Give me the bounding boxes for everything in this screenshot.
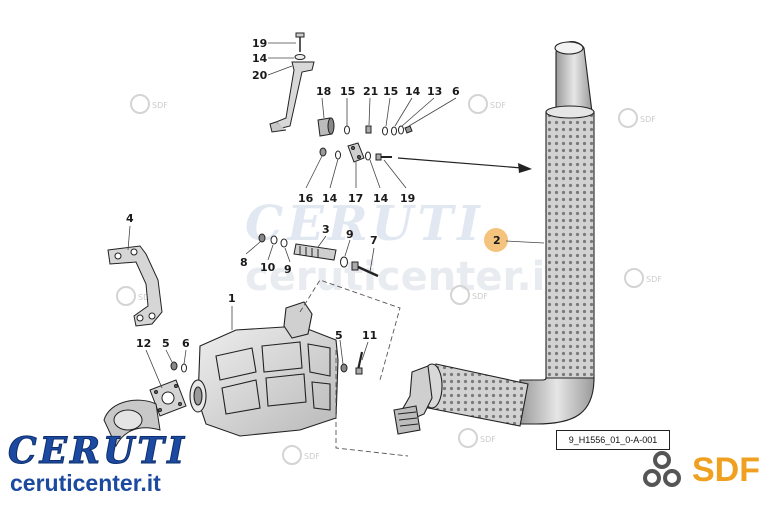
callout-5-b: 5 <box>335 329 343 342</box>
sdf-watermark-7: SDF <box>282 445 320 465</box>
callout-19-top: 19 <box>252 37 267 50</box>
drawing-reference-code: 9_H1556_01_0-A-001 <box>556 430 670 450</box>
callout-7: 7 <box>370 234 378 247</box>
ceruti-logo-name: CERUTI <box>7 430 188 472</box>
svg-text:SDF: SDF <box>304 452 320 461</box>
sdf-watermark-3: SDF <box>618 108 656 128</box>
callout-14-d: 14 <box>373 192 389 205</box>
callout-6-a: 6 <box>452 85 460 98</box>
callout-14-b: 14 <box>405 85 421 98</box>
part-hardware-upper <box>317 117 413 137</box>
svg-text:SDF: SDF <box>472 292 488 301</box>
callout-labels: 19 14 20 18 15 21 15 14 13 6 16 14 17 14… <box>126 37 501 350</box>
sdf-watermark-5: SDF <box>450 285 488 305</box>
small-watermarks: SDF SDF SDF SDF SDF SDF SDF SDF <box>116 94 662 465</box>
sdf-emblem-icon <box>643 451 681 487</box>
callout-15-a: 15 <box>340 85 355 98</box>
callout-9-a: 9 <box>346 228 354 241</box>
callout-10: 10 <box>260 261 276 274</box>
callout-2-highlight <box>484 228 545 252</box>
assembly-arrow <box>397 157 532 173</box>
svg-text:SDF: SDF <box>138 293 154 302</box>
callout-1: 1 <box>228 292 236 305</box>
callout-17: 17 <box>348 192 363 205</box>
ceruti-logo: CERUTI ceruticenter.it <box>7 430 188 497</box>
part-1-muffler <box>189 301 339 437</box>
callout-15-b: 15 <box>383 85 398 98</box>
part-bolt-right <box>339 339 369 375</box>
callout-14-c: 14 <box>322 192 338 205</box>
ceruti-logo-url: ceruticenter.it <box>10 470 161 496</box>
callout-20: 20 <box>252 69 268 82</box>
sdf-logo: SDF <box>640 448 760 492</box>
callout-11: 11 <box>362 329 377 342</box>
svg-text:SDF: SDF <box>640 115 656 124</box>
svg-text:SDF: SDF <box>490 101 506 110</box>
sdf-watermark-6: SDF <box>624 268 662 288</box>
callout-19-b: 19 <box>400 192 415 205</box>
sdf-logo-text: SDF <box>692 451 760 489</box>
installation-guide-lines <box>299 279 409 457</box>
callout-leaders-top <box>267 42 296 76</box>
callout-2: 2 <box>493 234 501 247</box>
sdf-watermark-8: SDF <box>458 428 496 448</box>
callout-16: 16 <box>298 192 314 205</box>
sdf-watermark-1: SDF <box>130 94 168 114</box>
svg-text:SDF: SDF <box>152 101 168 110</box>
part-4-bracket <box>107 225 163 327</box>
callout-8: 8 <box>240 256 248 269</box>
background-watermark: CERUTI ceruticenter.it <box>245 196 565 300</box>
callout-leaders-upper-row <box>321 97 457 127</box>
part-12-flange <box>103 349 187 448</box>
callout-leaders-lower-row <box>305 155 407 189</box>
callout-9-b: 9 <box>284 263 292 276</box>
part-clamp-plate <box>319 142 392 163</box>
callout-leaders-bolts <box>245 235 375 273</box>
callout-21: 21 <box>363 85 378 98</box>
part-bracket-assembly <box>269 32 315 133</box>
callout-4: 4 <box>126 212 134 225</box>
watermark-big-url: ceruticenter.it <box>245 254 565 300</box>
callout-3: 3 <box>322 223 330 236</box>
part-bolt-set <box>258 233 379 278</box>
part-2-exhaust-pipe <box>393 41 595 435</box>
part-5-6-small <box>165 349 187 373</box>
callout-18: 18 <box>316 85 331 98</box>
callout-6-b: 6 <box>182 337 190 350</box>
sdf-watermark-4: SDF <box>116 286 154 306</box>
svg-text:SDF: SDF <box>480 435 496 444</box>
callout-13: 13 <box>427 85 442 98</box>
callout-5-a: 5 <box>162 337 170 350</box>
sdf-watermark-2: SDF <box>468 94 506 114</box>
svg-text:SDF: SDF <box>646 275 662 284</box>
callout-12: 12 <box>136 337 151 350</box>
callout-14-top: 14 <box>252 52 268 65</box>
